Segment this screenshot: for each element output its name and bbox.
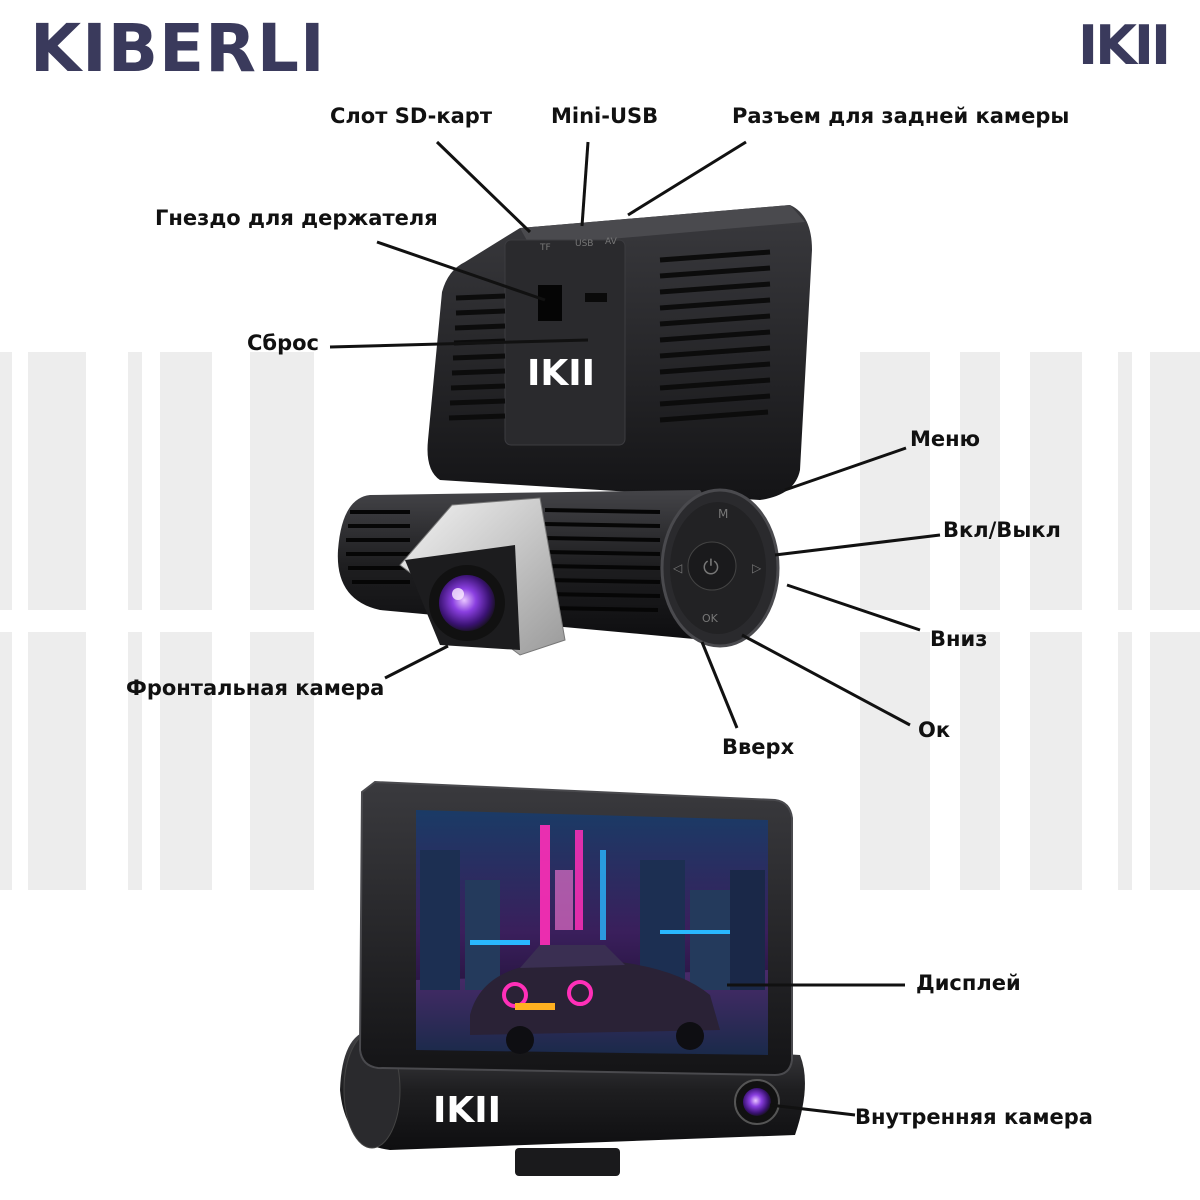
leader-menu — [784, 446, 907, 492]
leader-down — [786, 583, 921, 632]
port-mark: USB — [575, 239, 593, 249]
leader-inner-camera — [769, 1103, 856, 1117]
label-inner-camera: Внутренняя камера — [855, 1105, 1093, 1129]
leader-mini-usb — [580, 141, 590, 227]
leader-sd-slot — [435, 140, 532, 234]
menu-button-mark: M — [718, 507, 728, 521]
background-stripes — [0, 352, 1200, 890]
right-arrow-icon: ▷ — [752, 561, 762, 575]
label-up: Вверх — [722, 735, 795, 759]
dashcam-display-view: IKII — [340, 780, 805, 1176]
mount-foot — [515, 1148, 620, 1176]
display-logo: IKII — [433, 1090, 501, 1131]
label-front-camera: Фронтальная камера — [126, 676, 385, 700]
label-power: Вкл/Выкл — [943, 518, 1061, 542]
leader-up — [700, 641, 739, 729]
power-button — [687, 541, 737, 591]
label-down: Вниз — [930, 627, 988, 651]
dashcam-rear-view: TF USB AV IKII — [337, 205, 812, 656]
top-rim — [520, 205, 805, 246]
lens-glare — [452, 588, 464, 600]
ok-button-mark: OK — [702, 612, 719, 625]
leader-front-camera — [384, 644, 449, 680]
reset-hole — [585, 293, 607, 302]
label-mini-usb: Mini-USB — [551, 104, 659, 128]
right-vents — [659, 249, 771, 423]
leader-ok — [741, 633, 911, 727]
holder-socket — [538, 285, 562, 321]
brand-title: KIBERLI — [30, 10, 326, 87]
inner-camera-lens — [743, 1088, 771, 1116]
front-lens — [439, 575, 495, 631]
label-rear-cam-port: Разъем для задней камеры — [732, 104, 1070, 128]
leader-reset — [329, 338, 589, 349]
leader-holder-socket — [376, 240, 546, 302]
cylinder-vents — [346, 508, 661, 612]
left-arrow-icon: ◁ — [672, 561, 682, 575]
label-sd-slot: Слот SD-карт — [330, 104, 492, 128]
leader-power — [774, 533, 941, 557]
label-ok: Ок — [918, 718, 951, 742]
port-mark: TF — [539, 243, 551, 253]
leader-lines — [329, 140, 941, 1117]
label-reset: Сброс — [247, 331, 319, 355]
leader-rear-cam-port — [627, 140, 747, 217]
device-logo: IKII — [527, 353, 595, 394]
power-icon: ⏻ — [703, 555, 719, 579]
ikii-logo: IKII — [1078, 14, 1168, 77]
display-screen — [416, 810, 768, 1055]
port-mark: AV — [605, 237, 618, 247]
label-menu: Меню — [910, 427, 981, 451]
label-holder-socket: Гнездо для держателя — [155, 206, 438, 230]
label-display: Дисплей — [916, 971, 1021, 995]
